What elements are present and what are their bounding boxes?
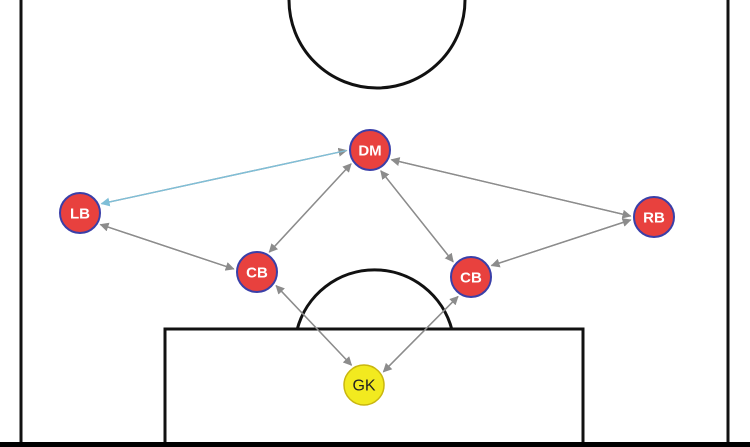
player-node-lb: LB	[59, 192, 101, 234]
center-circle	[287, 0, 467, 90]
pass-arrow-gk-to-lcb	[275, 284, 353, 366]
pass-arrow-rcb-to-dm	[380, 170, 454, 263]
player-circle-lcb	[236, 251, 278, 293]
player-node-rb: RB	[633, 196, 675, 238]
penalty-box	[163, 327, 585, 442]
pass-arrows	[99, 147, 632, 373]
player-label-gk: GK	[352, 378, 375, 395]
player-circle-dm	[349, 129, 391, 171]
player-label-rcb: CB	[460, 270, 482, 287]
pass-arrow-dm-to-rb	[391, 159, 632, 219]
player-circle-rcb	[450, 256, 492, 298]
pass-arrow-rcb-to-gk	[382, 296, 459, 373]
players: DM LB RB CB CB GK	[59, 129, 675, 406]
pass-arrow-dm-to-lb	[100, 149, 347, 207]
player-circle-gk	[343, 364, 385, 406]
player-label-dm: DM	[358, 143, 381, 160]
player-label-lb: LB	[70, 206, 90, 223]
player-label-lcb: CB	[246, 265, 268, 282]
player-node-lcb: CB	[236, 251, 278, 293]
player-label-rb: RB	[643, 210, 665, 227]
penalty-arc	[295, 268, 454, 331]
player-node-gk: GK	[343, 364, 385, 406]
player-node-rcb: CB	[450, 256, 492, 298]
pass-arrow-lcb-to-lb	[99, 222, 235, 270]
pass-arrow-rb-to-rcb	[490, 219, 631, 268]
player-circle-lb	[59, 192, 101, 234]
player-node-dm: DM	[349, 129, 391, 171]
pass-arrow-dm-to-lcb	[268, 163, 352, 253]
player-circle-rb	[633, 196, 675, 238]
